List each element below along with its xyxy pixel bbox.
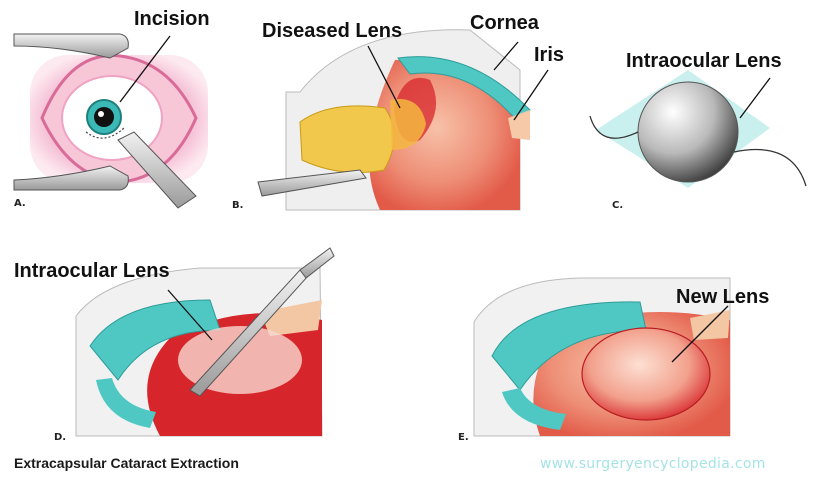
new-lens-shape <box>582 328 710 420</box>
cornea-label: Cornea <box>470 12 539 35</box>
panel-c-letter: C. <box>612 200 623 211</box>
iol-leader <box>740 78 770 118</box>
panel-b-diseased-eye <box>258 30 548 210</box>
pupil <box>94 107 114 127</box>
watermark: www.surgeryencyclopedia.com <box>540 456 766 472</box>
iris-label: Iris <box>534 44 564 67</box>
panel-a-letter: A. <box>14 198 26 209</box>
diseased-lens-label: Diseased Lens <box>262 20 402 43</box>
panel-a-eye-front <box>14 34 208 208</box>
panel-d-letter: D. <box>54 432 66 443</box>
pupil-highlight <box>98 111 104 117</box>
speculum-top <box>14 34 128 58</box>
panel-c-intraocular-lens <box>590 70 806 188</box>
figure-caption: Extracapsular Cataract Extraction <box>14 455 239 471</box>
panel-e-letter: E. <box>458 432 469 443</box>
intraocular-lens-label-d: Intraocular Lens <box>14 260 170 283</box>
iol-optic <box>638 82 738 182</box>
panel-b-letter: B. <box>232 200 243 211</box>
incision-label: Incision <box>134 8 210 31</box>
intraocular-lens-label-c: Intraocular Lens <box>626 50 782 73</box>
iol-haptic-right <box>734 150 806 186</box>
new-lens-label: New Lens <box>676 286 769 309</box>
diseased-lens-shape <box>300 106 394 173</box>
